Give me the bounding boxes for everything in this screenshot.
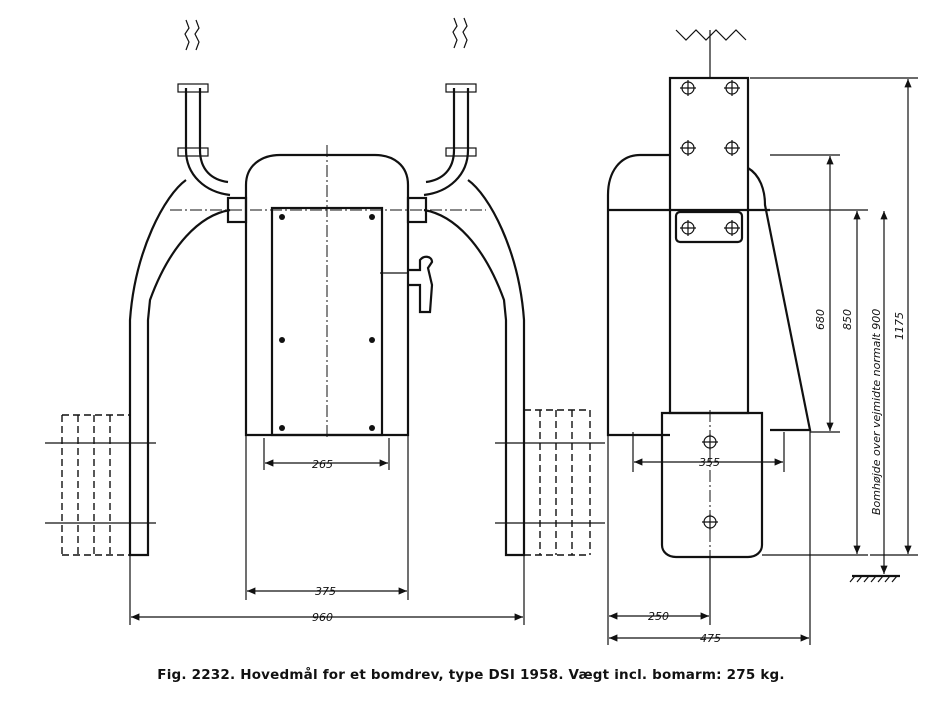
dimension-850 xyxy=(762,209,868,556)
dimension-960 xyxy=(129,555,525,625)
dimension-475 xyxy=(609,430,811,645)
dimension-265 xyxy=(263,438,390,470)
dim-355-label: 355 xyxy=(699,456,720,469)
dim-475-label: 475 xyxy=(700,632,721,645)
height-note-label: Bomhøjde over vejmidte normalt 900 xyxy=(870,309,883,515)
left-frame-leg xyxy=(128,88,231,557)
dim-250-label: 250 xyxy=(648,610,669,623)
dim-375-label: 375 xyxy=(315,585,336,598)
side-arm-plate xyxy=(668,76,750,415)
dim-960-label: 960 xyxy=(312,611,333,624)
right-arm-break xyxy=(452,17,468,49)
front-view: 265 375 960 xyxy=(45,17,605,625)
side-base-plate xyxy=(660,411,764,559)
dimension-375 xyxy=(245,435,409,600)
dim-680-label: 680 xyxy=(814,309,827,330)
cover-plate-screws xyxy=(279,214,375,431)
right-arm-bolt-top xyxy=(445,83,477,93)
left-counterweights xyxy=(45,414,156,556)
dim-850-label: 850 xyxy=(841,309,854,330)
dimension-900-ground xyxy=(849,211,900,583)
figure-caption: Fig. 2232. Hovedmål for et bomdrev, type… xyxy=(157,667,785,683)
central-housing xyxy=(244,153,410,437)
right-arm-bolt-mid xyxy=(445,147,477,157)
right-counterweights xyxy=(495,409,605,556)
dimension-680 xyxy=(770,154,840,433)
side-arm-bolts xyxy=(680,80,740,236)
side-view: 355 250 475 680 850 xyxy=(606,29,918,645)
left-arm-break xyxy=(184,19,200,51)
side-arm-break xyxy=(675,29,747,41)
left-arm-bolt-top xyxy=(177,83,209,93)
left-arm-bolt-mid xyxy=(177,147,209,157)
dimension-250 xyxy=(607,435,711,645)
right-frame-leg xyxy=(423,88,526,557)
side-clamp-plate xyxy=(674,210,744,244)
dimension-355 xyxy=(632,432,785,472)
dimension-1175 xyxy=(750,77,918,556)
latch xyxy=(408,255,434,314)
side-housing xyxy=(606,153,812,437)
dim-265-label: 265 xyxy=(312,458,333,471)
dim-1175-label: 1175 xyxy=(893,312,906,340)
